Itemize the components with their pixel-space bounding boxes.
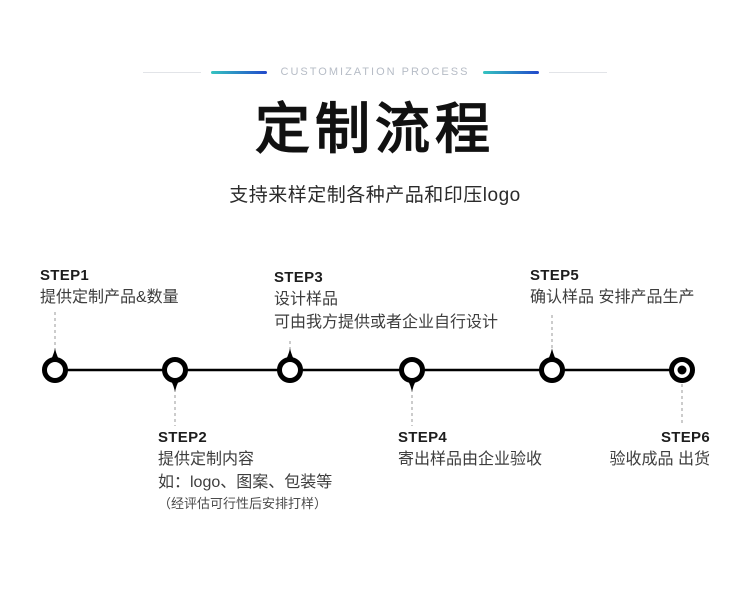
right-thin-rule — [549, 71, 608, 73]
step-3-block: STEP3 设计样品 可由我方提供或者企业自行设计 — [274, 268, 498, 334]
step-3-title: STEP3 — [274, 269, 324, 286]
step-6-desc: 验收成品 出货 — [609, 451, 710, 468]
step-1-block: STEP1 提供定制产品&数量 — [40, 266, 179, 309]
step-2-desc-2: 如：logo、图案、包装等 — [158, 474, 333, 491]
step-6-block: STEP6 验收成品 出货 — [610, 428, 710, 471]
page-title: 定制流程 — [254, 99, 495, 160]
step-4-node — [399, 357, 425, 383]
step-3-desc: 设计样品 — [274, 291, 339, 308]
step-3-pointer-icon — [284, 348, 296, 363]
step-3-node — [277, 357, 303, 383]
step-1-pointer-icon — [49, 348, 61, 363]
step-6-node — [669, 357, 695, 383]
step-1-node — [42, 357, 68, 383]
step-6-title: STEP6 — [660, 429, 710, 446]
left-thin-rule — [142, 71, 201, 73]
step-1-desc: 提供定制产品&数量 — [40, 289, 179, 306]
step-2-title: STEP2 — [158, 429, 208, 446]
step-4-title: STEP4 — [398, 429, 448, 446]
page-subtitle: 支持来样定制各种产品和印压logo — [229, 185, 521, 206]
step-2-note: （经评估可行性后安排打样） — [158, 496, 328, 511]
step-2-desc: 提供定制内容 — [158, 451, 255, 468]
step-4-desc: 寄出样品由企业验收 — [398, 451, 543, 468]
step-2-node — [162, 357, 188, 383]
left-gradient-rule — [210, 70, 267, 74]
step-5-pointer-icon — [546, 348, 558, 363]
step-5-block: STEP5 确认样品 安排产品生产 — [530, 266, 694, 309]
right-gradient-rule — [483, 70, 540, 74]
section-header-label: CUSTOMIZATION PROCESS — [280, 66, 470, 78]
step-3-desc-2: 可由我方提供或者企业自行设计 — [274, 314, 499, 331]
step-4-pointer-icon — [406, 377, 418, 392]
step-2-block: STEP2 提供定制内容 如：logo、图案、包装等 （经评估可行性后安排打样） — [158, 428, 332, 514]
step-5-node — [539, 357, 565, 383]
step-5-desc: 确认样品 安排产品生产 — [530, 289, 695, 306]
step-6-node-dot — [677, 365, 687, 375]
step-4-block: STEP4 寄出样品由企业验收 — [398, 428, 542, 471]
section-header: CUSTOMIZATION PROCESS — [0, 63, 750, 81]
step-2-pointer-icon — [169, 377, 181, 392]
step-1-title: STEP1 — [40, 267, 90, 284]
step-5-title: STEP5 — [530, 267, 580, 284]
